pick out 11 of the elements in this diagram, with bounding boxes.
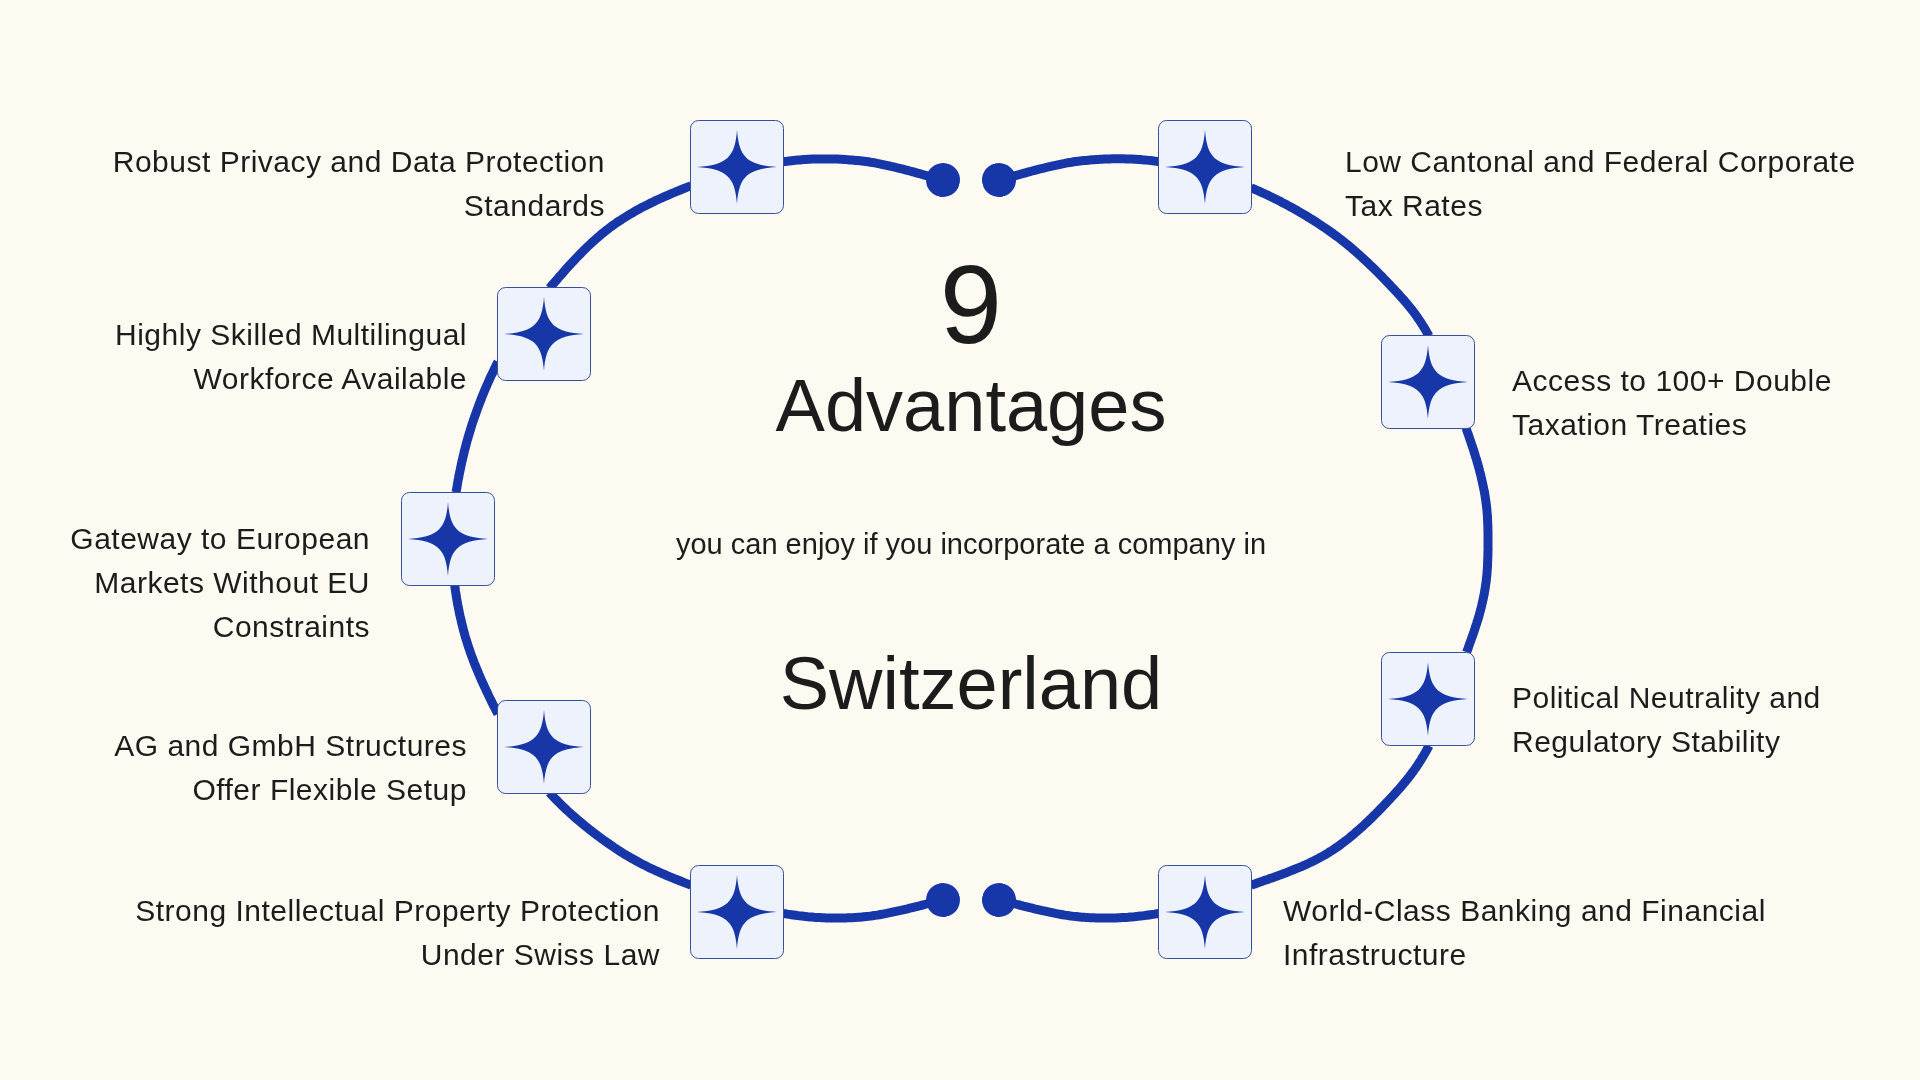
advantage-text: Robust Privacy and Data Protection Standards xyxy=(111,144,605,224)
advantage-text: Gateway to European Markets Without EU Constraints xyxy=(69,521,370,645)
advantage-text: Political Neutrality and Regulatory Stability xyxy=(1512,680,1822,760)
country-title: Switzerland xyxy=(779,641,1163,727)
advantage-text: Low Cantonal and Federal Corporate Tax Rates xyxy=(1345,144,1857,224)
advantage-text: Strong Intellectual Property Protection Under Swiss Law xyxy=(134,893,660,973)
advantage-text: Access to 100+ Double Taxation Treaties xyxy=(1512,363,1833,443)
advantage-text: World-Class Banking and Financial Infrastructure xyxy=(1283,893,1767,973)
advantage-text: AG and GmbH Structures Offer Flexible Setup xyxy=(113,728,467,808)
advantage-text: Highly Skilled Multilingual Workforce Available xyxy=(114,317,467,397)
subtitle-text: you can enjoy if you incorporate a company in xyxy=(676,527,1266,562)
